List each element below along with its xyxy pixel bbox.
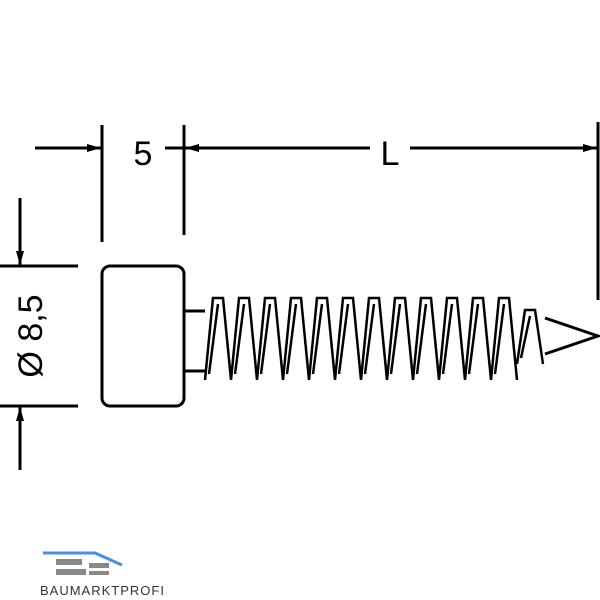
dim-label-head-length: 5	[134, 135, 153, 173]
logo-icon	[43, 551, 123, 575]
dim-label-head-diameter: Ø 8,5	[12, 294, 50, 377]
screw-head	[100, 264, 186, 408]
screw-shank	[184, 309, 205, 373]
thread-profile	[203, 296, 545, 381]
logo-text: BAUMARKTPROFI	[40, 583, 165, 598]
dim-label-screw-length: L	[381, 135, 400, 173]
screw-tip	[544, 316, 600, 356]
screw-threads	[203, 296, 545, 381]
